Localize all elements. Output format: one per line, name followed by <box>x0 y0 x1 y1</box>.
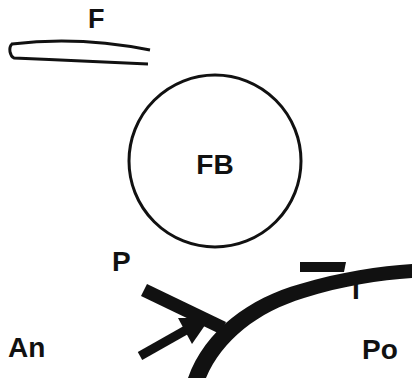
flap-outline <box>10 41 150 64</box>
thick-curve <box>188 264 412 378</box>
arrow-shaft <box>140 330 186 356</box>
part-label: F <box>88 6 105 33</box>
part-label: Po <box>362 336 398 364</box>
circle-node: FB <box>127 73 303 249</box>
part-label: P <box>112 248 131 276</box>
part-label: An <box>8 334 45 362</box>
node-label: FB <box>196 151 233 179</box>
part-label: I <box>352 276 360 304</box>
arrow-head <box>178 318 210 344</box>
thick-bar <box>300 262 346 272</box>
